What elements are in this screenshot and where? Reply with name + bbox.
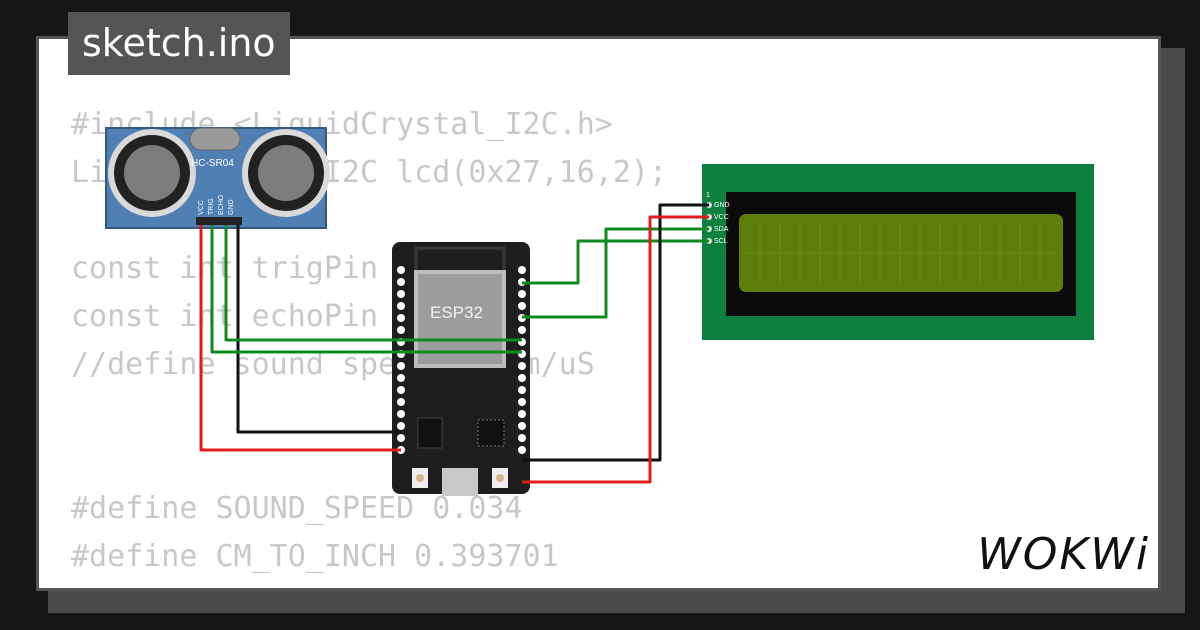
code-line: #define CM_TO_INCH 0.393701 — [71, 539, 559, 574]
lcd-pin-label: GND — [714, 202, 730, 209]
file-tab[interactable]: sketch.ino — [68, 12, 290, 75]
wire-lcd-gnd[interactable] — [522, 203, 709, 462]
wire-lcd-sda[interactable] — [522, 239, 709, 285]
sensor-pin-label: GND — [228, 199, 235, 215]
sensor-pin-label: TRIG — [208, 198, 215, 215]
sensor-pin-label: ECHO — [218, 194, 225, 215]
wokwi-logo: WOKWi — [977, 529, 1150, 580]
wire-lcd-vcc[interactable] — [522, 215, 709, 484]
sensor-pin-label: VCC — [198, 200, 205, 215]
wire-sensor-vcc[interactable] — [199, 225, 401, 452]
wire-lcd-scl[interactable] — [522, 227, 709, 319]
lcd-pin1-marker: 1 — [706, 192, 710, 199]
wire-sensor-gnd[interactable] — [236, 225, 401, 434]
lcd-module[interactable]: 1 GND VCC SDA SCL — [702, 164, 1094, 340]
wires — [199, 203, 709, 484]
sensor-label: HC-SR04 — [191, 158, 234, 169]
esp32-board[interactable]: ESP32 — [392, 242, 530, 496]
lcd-pin-label: SDA — [714, 226, 729, 233]
lcd-pin-label: VCC — [714, 214, 729, 221]
code-line: #define SOUND_SPEED 0.034 — [71, 491, 523, 526]
wire-sensor-echo[interactable] — [224, 225, 522, 342]
wire-sensor-trig[interactable] — [210, 225, 522, 354]
esp32-label: ESP32 — [430, 303, 483, 322]
lcd-pin-label: SCL — [714, 238, 728, 245]
ultrasonic-sensor[interactable]: HC-SR04 VCC TRIG ECHO GND — [105, 127, 330, 229]
